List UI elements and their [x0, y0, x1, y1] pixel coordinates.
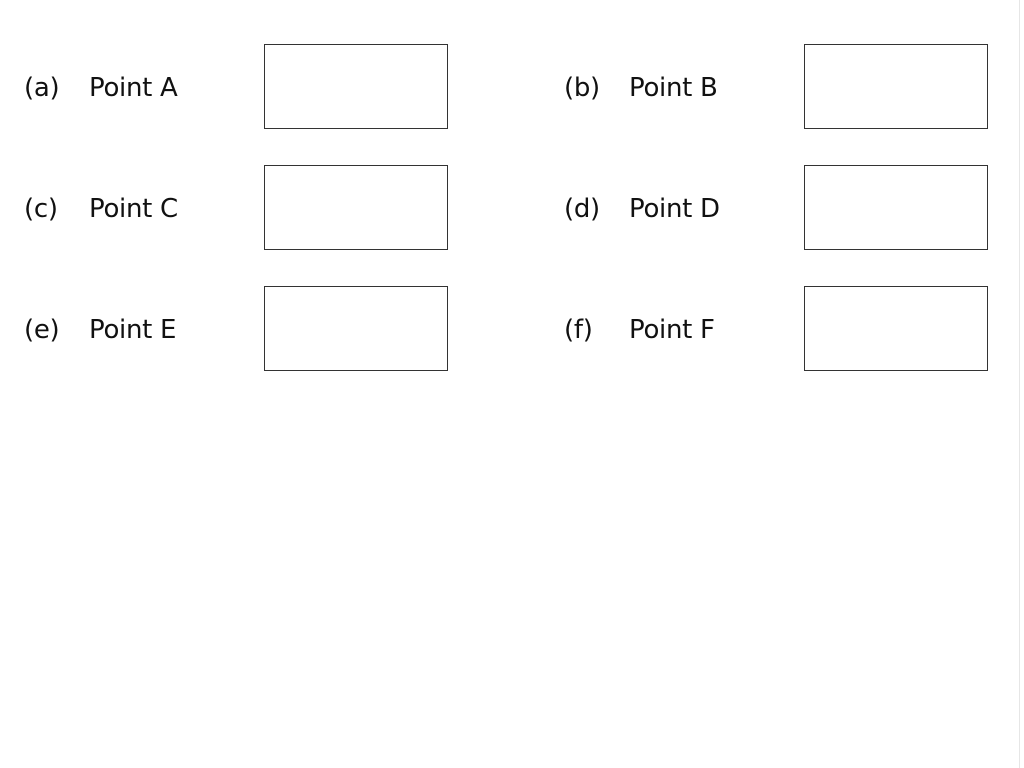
page-edge-divider	[1019, 0, 1020, 768]
question-item-e: (e) Point E	[24, 285, 504, 375]
question-item-b: (b) Point B	[564, 43, 1024, 133]
item-letter: (f)	[564, 315, 593, 345]
item-letter: (b)	[564, 73, 600, 103]
answer-box-b[interactable]	[804, 44, 988, 129]
item-letter: (c)	[24, 194, 58, 224]
answer-box-a[interactable]	[264, 44, 448, 129]
item-label: Point A	[89, 73, 178, 103]
question-item-a: (a) Point A	[24, 43, 504, 133]
question-item-c: (c) Point C	[24, 164, 504, 254]
item-label: Point E	[89, 315, 177, 345]
question-item-d: (d) Point D	[564, 164, 1024, 254]
item-letter: (e)	[24, 315, 60, 345]
item-letter: (a)	[24, 73, 60, 103]
item-label: Point F	[629, 315, 715, 345]
answer-box-e[interactable]	[264, 286, 448, 371]
item-letter: (d)	[564, 194, 600, 224]
item-label: Point D	[629, 194, 720, 224]
item-label: Point B	[629, 73, 718, 103]
question-item-f: (f) Point F	[564, 285, 1024, 375]
answer-box-d[interactable]	[804, 165, 988, 250]
answer-box-c[interactable]	[264, 165, 448, 250]
item-label: Point C	[89, 194, 178, 224]
answer-box-f[interactable]	[804, 286, 988, 371]
